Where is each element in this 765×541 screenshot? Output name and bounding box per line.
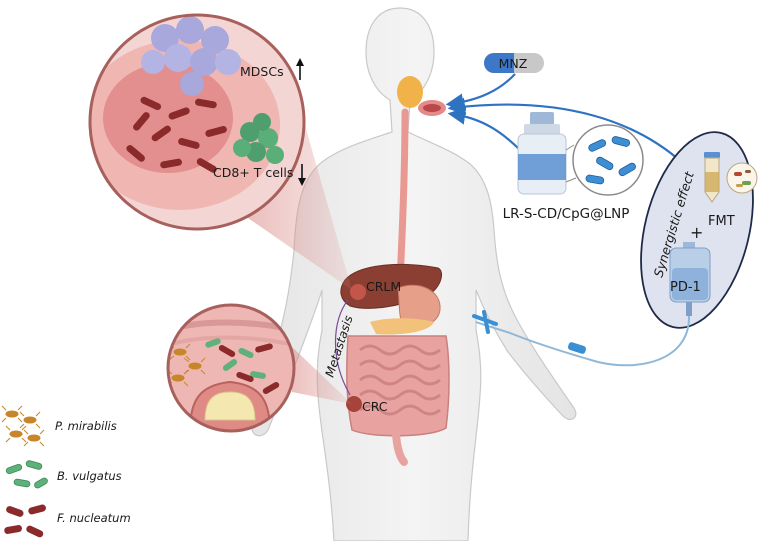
esophagus-icon (396, 108, 409, 284)
p-mirabilis-low (168, 343, 206, 387)
tumor-microenvironment-inset: MDSCs CD8+ T cells (88, 13, 306, 231)
plus-sign: + (690, 223, 703, 242)
cd8-t-cell-cluster-icon (233, 113, 284, 164)
mnz-label: MNZ (499, 56, 528, 71)
mdsc-cluster-icon (141, 16, 241, 96)
inset-border-low (166, 303, 296, 433)
legend-f-nucleatum: F. nucleatum (57, 511, 131, 525)
iv-bag-icon (669, 242, 711, 316)
arrow-up-icon (296, 58, 304, 80)
legend-b-vulgatus: B. vulgatus (57, 469, 122, 483)
fmt-label: FMT (708, 214, 735, 229)
p-mirabilis-icon (1, 405, 45, 447)
pd1-label: PD-1 (670, 280, 701, 295)
b-vulgatus-rods-low (205, 338, 266, 379)
cd8-label: CD8+ T cells (213, 165, 293, 180)
delivery-arrows (445, 73, 691, 171)
lnp-bacteria-icon (565, 124, 644, 196)
metastasis-arrow (335, 299, 351, 396)
f-nucleatum-rods-low (218, 343, 280, 394)
fmt-microbes-icon (726, 162, 758, 194)
mnz-pill-icon: MNZ (484, 53, 544, 73)
b-vulgatus-icon (5, 460, 48, 489)
legend: P. mirabilis B. vulgatus F. nucleatum (1, 405, 131, 538)
f-nucleatum-icon (4, 504, 46, 538)
mdscs-label: MDSCs (240, 64, 284, 79)
lnp-label: LR-S-CD/CpG@LNP (503, 206, 630, 222)
salivary-gland-icon (397, 76, 446, 116)
colon-tumor-inset (166, 303, 296, 433)
inset-border-top (88, 13, 306, 231)
intestine-icon (346, 335, 450, 466)
zoom-cone-colon (290, 345, 352, 404)
crlm-label: CRLM (366, 279, 401, 294)
crc-label: CRC (362, 399, 388, 414)
zoom-cone-liver (248, 108, 352, 290)
legend-p-mirabilis: P. mirabilis (55, 419, 117, 433)
synergy-ellipse: Synergistic effect FMT + PD-1 (640, 131, 758, 329)
f-nucleatum-rods-top (126, 96, 227, 173)
arrow-down-icon (298, 164, 306, 186)
iv-tubing (472, 310, 691, 367)
lnp-vial-icon (517, 112, 567, 195)
fmt-tube-icon (704, 152, 720, 203)
pancreas-icon (370, 318, 434, 335)
